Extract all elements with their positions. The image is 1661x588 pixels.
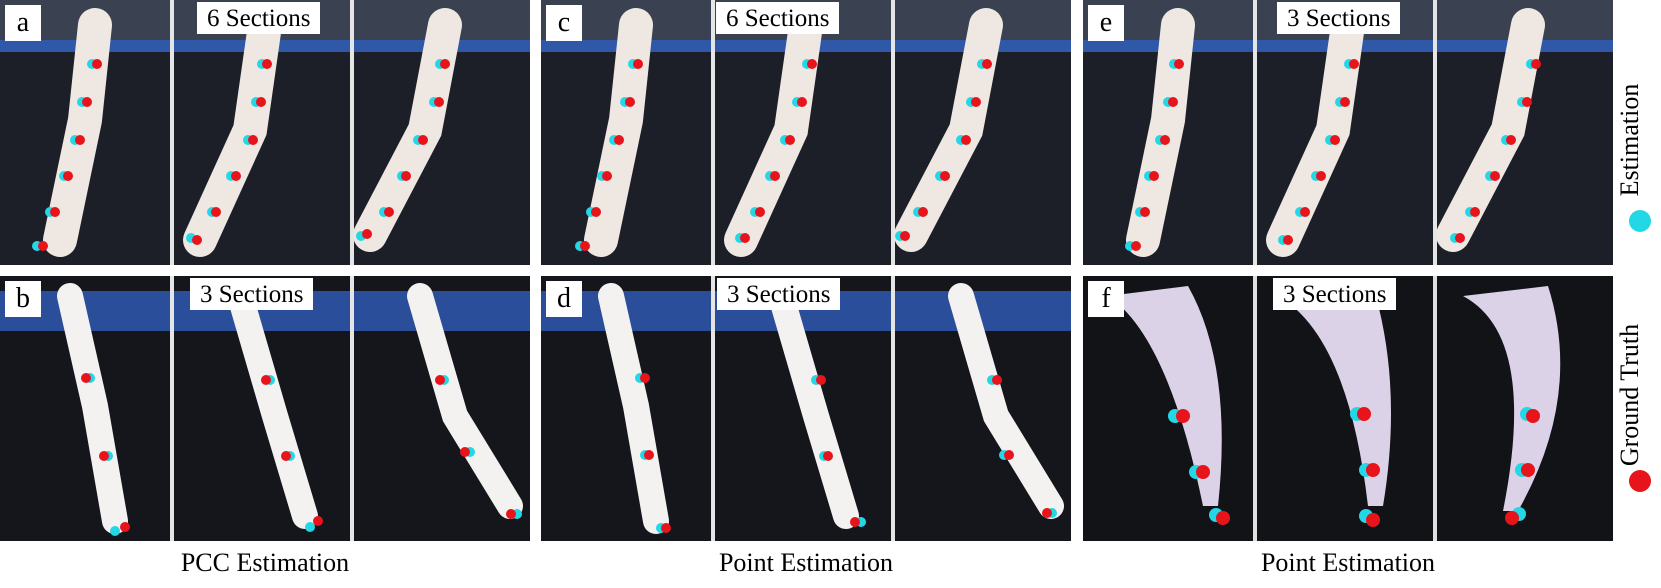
panel-f: f 3 Sections: [1083, 276, 1613, 541]
section-label: 3 Sections: [190, 278, 314, 310]
panel-b-photo: [0, 276, 530, 541]
caption-point-estimation: Point Estimation: [718, 548, 894, 577]
legend-ground-truth-dot: [1629, 470, 1651, 492]
panel-letter: c: [546, 5, 582, 41]
panel-e-photo: [1083, 0, 1613, 265]
caption-pcc-estimation: PCC Estimation: [180, 548, 350, 577]
legend-estimation-label: Estimation: [1615, 83, 1644, 197]
panel-letter: d: [546, 281, 582, 317]
panel-d-photo: [541, 276, 1071, 541]
panel-c-photo: [541, 0, 1071, 265]
panel-letter: e: [1088, 5, 1124, 41]
panel-b: b 3 Sections: [0, 276, 530, 541]
panel-e: e 3 Sections: [1083, 0, 1613, 265]
legend-ground-truth-label: Ground Truth: [1615, 323, 1644, 467]
panel-d: d 3 Sections: [541, 276, 1071, 541]
panel-letter: f: [1088, 281, 1124, 317]
section-label: 6 Sections: [197, 2, 321, 34]
panel-f-photo: [1108, 276, 1561, 541]
section-label: 3 Sections: [1277, 2, 1401, 34]
panel-a: a 6 Sections: [0, 0, 530, 265]
section-label: 3 Sections: [717, 278, 841, 310]
panel-c: c 6 Sections: [541, 0, 1071, 265]
panel-letter: b: [5, 281, 41, 317]
caption-point-estimation-2: Point Estimation: [1260, 548, 1436, 577]
section-label: 3 Sections: [1273, 278, 1397, 310]
legend-estimation-dot: [1629, 210, 1651, 232]
panel-a-photo: [0, 0, 530, 265]
panel-letter: a: [5, 5, 41, 41]
section-label: 6 Sections: [716, 2, 840, 34]
